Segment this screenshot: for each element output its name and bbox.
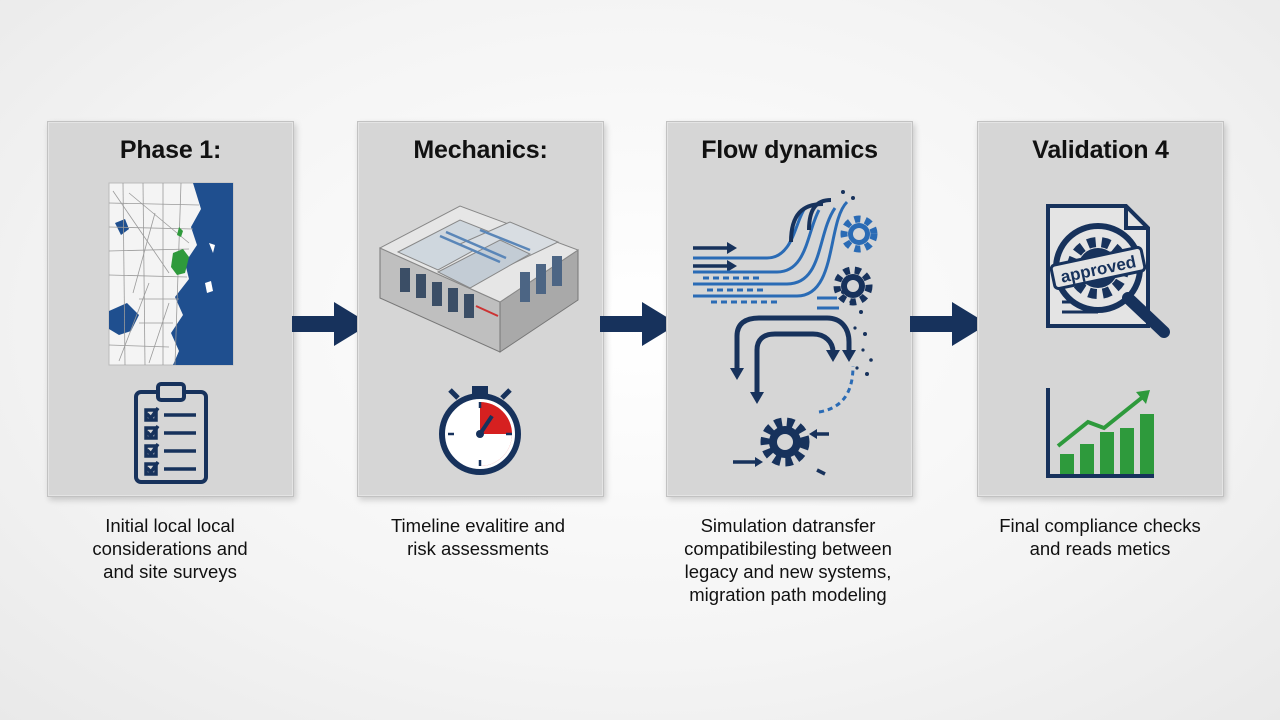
phase-4-caption: Final compliance checks and reads metics — [999, 515, 1201, 559]
phase-2-panel: Mechanics: — [357, 121, 604, 497]
data-center-building-icon — [378, 205, 580, 475]
phase-2-title: Mechanics: — [413, 136, 548, 164]
phase-2-caption: Timeline evalitire and risk assessments — [390, 515, 566, 559]
phase-1-caption: Initial local local considerations and a… — [92, 515, 248, 582]
phase-1-panel: Phase 1: — [47, 121, 294, 497]
clipboard-checklist-icon — [134, 382, 208, 484]
arrow-right-icon — [910, 302, 988, 346]
arrow-right-icon — [600, 302, 678, 346]
phase-4-title: Validation 4 — [1032, 136, 1169, 164]
phase-3-panel: Flow dynamics — [666, 121, 913, 497]
phase-3-title: Flow dynamics — [701, 136, 878, 164]
arrow-right-icon — [292, 302, 370, 346]
stopwatch-icon — [439, 386, 521, 475]
gear-icon — [760, 417, 810, 467]
approved-document-icon: approved — [1046, 204, 1170, 478]
city-map-icon — [108, 182, 234, 484]
growth-bar-chart-icon — [1046, 388, 1154, 478]
flow-arrows-icon — [693, 190, 878, 476]
phase-4-panel: Validation 4 approved — [977, 121, 1224, 497]
phase-3-caption: Simulation datransfer compatibilesting b… — [684, 515, 892, 605]
phase-1-title: Phase 1: — [119, 136, 222, 164]
